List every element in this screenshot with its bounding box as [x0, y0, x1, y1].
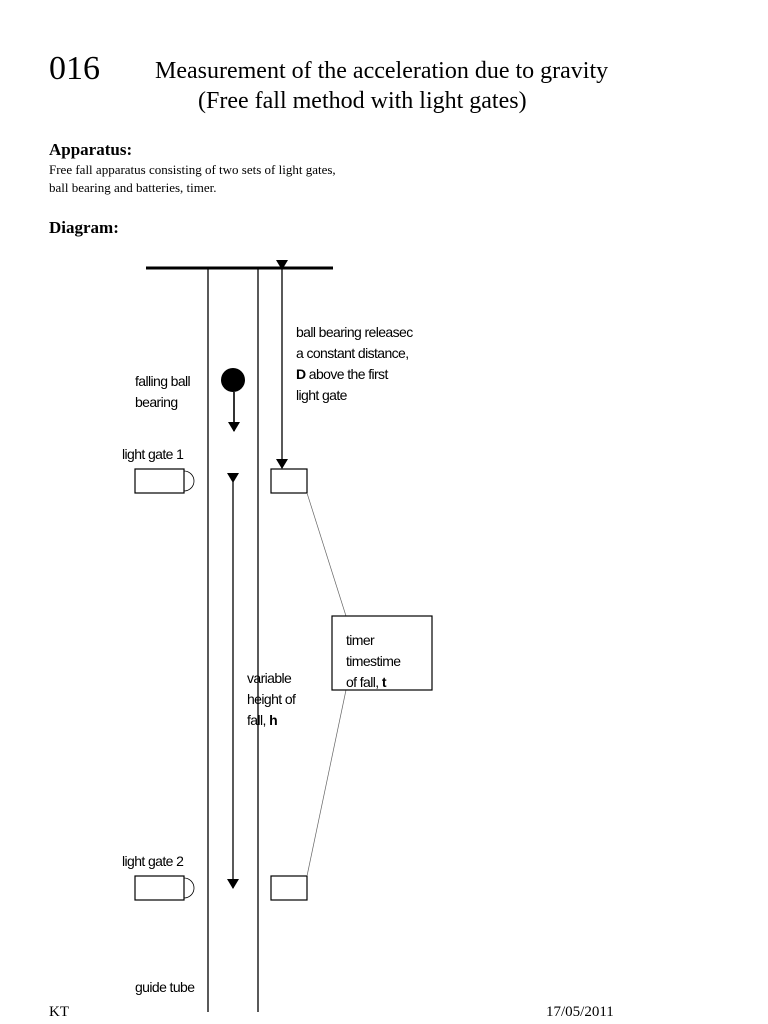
timer-wire-gate-1 — [306, 492, 347, 617]
timer-label: timer timestime of fall, t — [346, 632, 401, 690]
height-label: variable height of fall, h — [247, 670, 296, 728]
diagram-heading: Diagram: — [49, 218, 119, 237]
release-label: ball bearing releasec a constant distanc… — [296, 324, 413, 403]
light-gate-1-lens — [183, 470, 195, 492]
guide-tube-label: guide tube — [135, 979, 195, 995]
label-t: t — [381, 674, 387, 690]
timer-wire-gate-2 — [306, 689, 347, 877]
light-gate-1-receiver — [270, 468, 308, 494]
falling-ball-label: falling ball bearing — [135, 373, 191, 410]
light-gate-2-receiver — [270, 875, 308, 901]
label-h: h — [269, 712, 278, 728]
label-d: D — [296, 366, 306, 382]
footer-initials: KT — [49, 1004, 69, 1020]
ball-bearing — [221, 368, 245, 392]
light-gate-1-emitter — [134, 468, 185, 494]
page-subtitle: (Free fall method with light gates) — [198, 88, 527, 114]
apparatus-heading: Apparatus: — [49, 140, 133, 159]
light-gate-1-label: light gate 1 — [122, 446, 184, 462]
apparatus-text: Free fall apparatus consisting of two se… — [49, 162, 336, 195]
light-gate-2-emitter — [134, 875, 185, 901]
light-gate-2-label: light gate 2 — [122, 853, 184, 869]
footer-date: 17/05/2011 — [546, 1004, 614, 1020]
timer-box — [331, 615, 433, 691]
page-title: Measurement of the acceleration due to g… — [155, 58, 609, 84]
light-gate-2-lens — [183, 877, 195, 899]
document-number: 016 — [49, 50, 100, 87]
